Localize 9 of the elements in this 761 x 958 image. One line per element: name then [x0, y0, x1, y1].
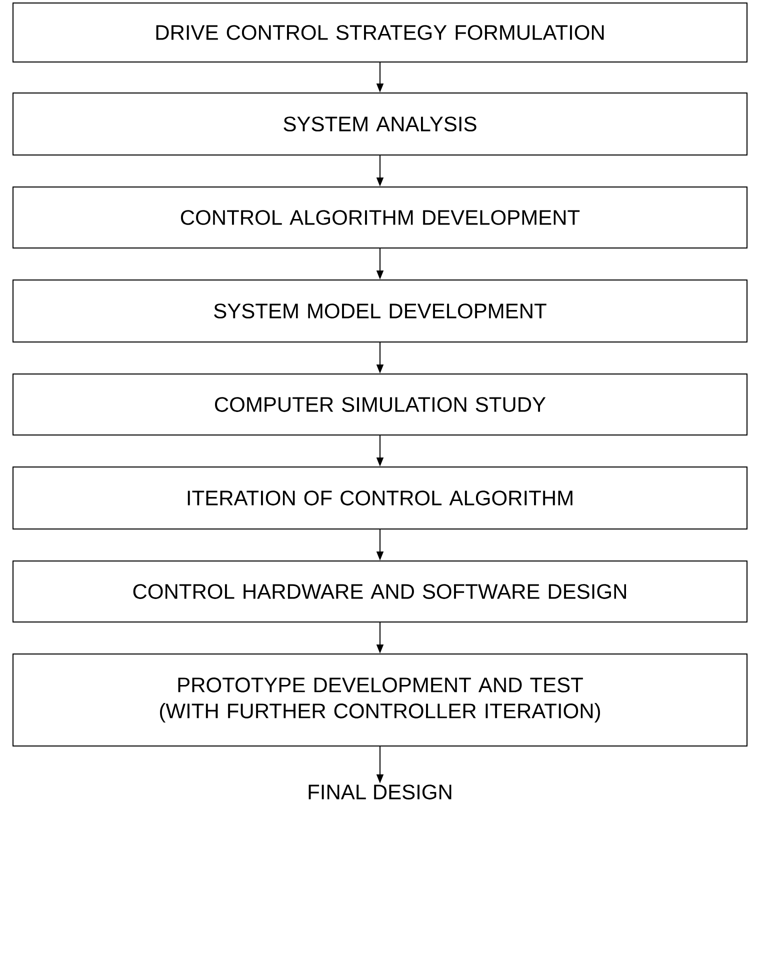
process-box: CONTROL HARDWARE AND SOFTWARE DESIGN [12, 560, 748, 622]
process-box: COMPUTER SIMULATION STUDY [12, 374, 748, 436]
process-box: PROTOTYPE DEVELOPMENT AND TEST (WITH FURTHER CONTROLLER ITERATION) [12, 654, 748, 746]
final-label: FINAL DESIGN [308, 784, 452, 800]
process-box: CONTROL ALGORITHM DEVELOPMENT [12, 186, 748, 248]
process-box: SYSTEM ANALYSIS [12, 92, 748, 156]
process-box: DRIVE CONTROL STRATEGY FORMULATION [12, 2, 748, 62]
process-box: ITERATION OF CONTROL ALGORITHM [12, 466, 748, 530]
process-box: SYSTEM MODEL DEVELOPMENT [12, 280, 748, 342]
